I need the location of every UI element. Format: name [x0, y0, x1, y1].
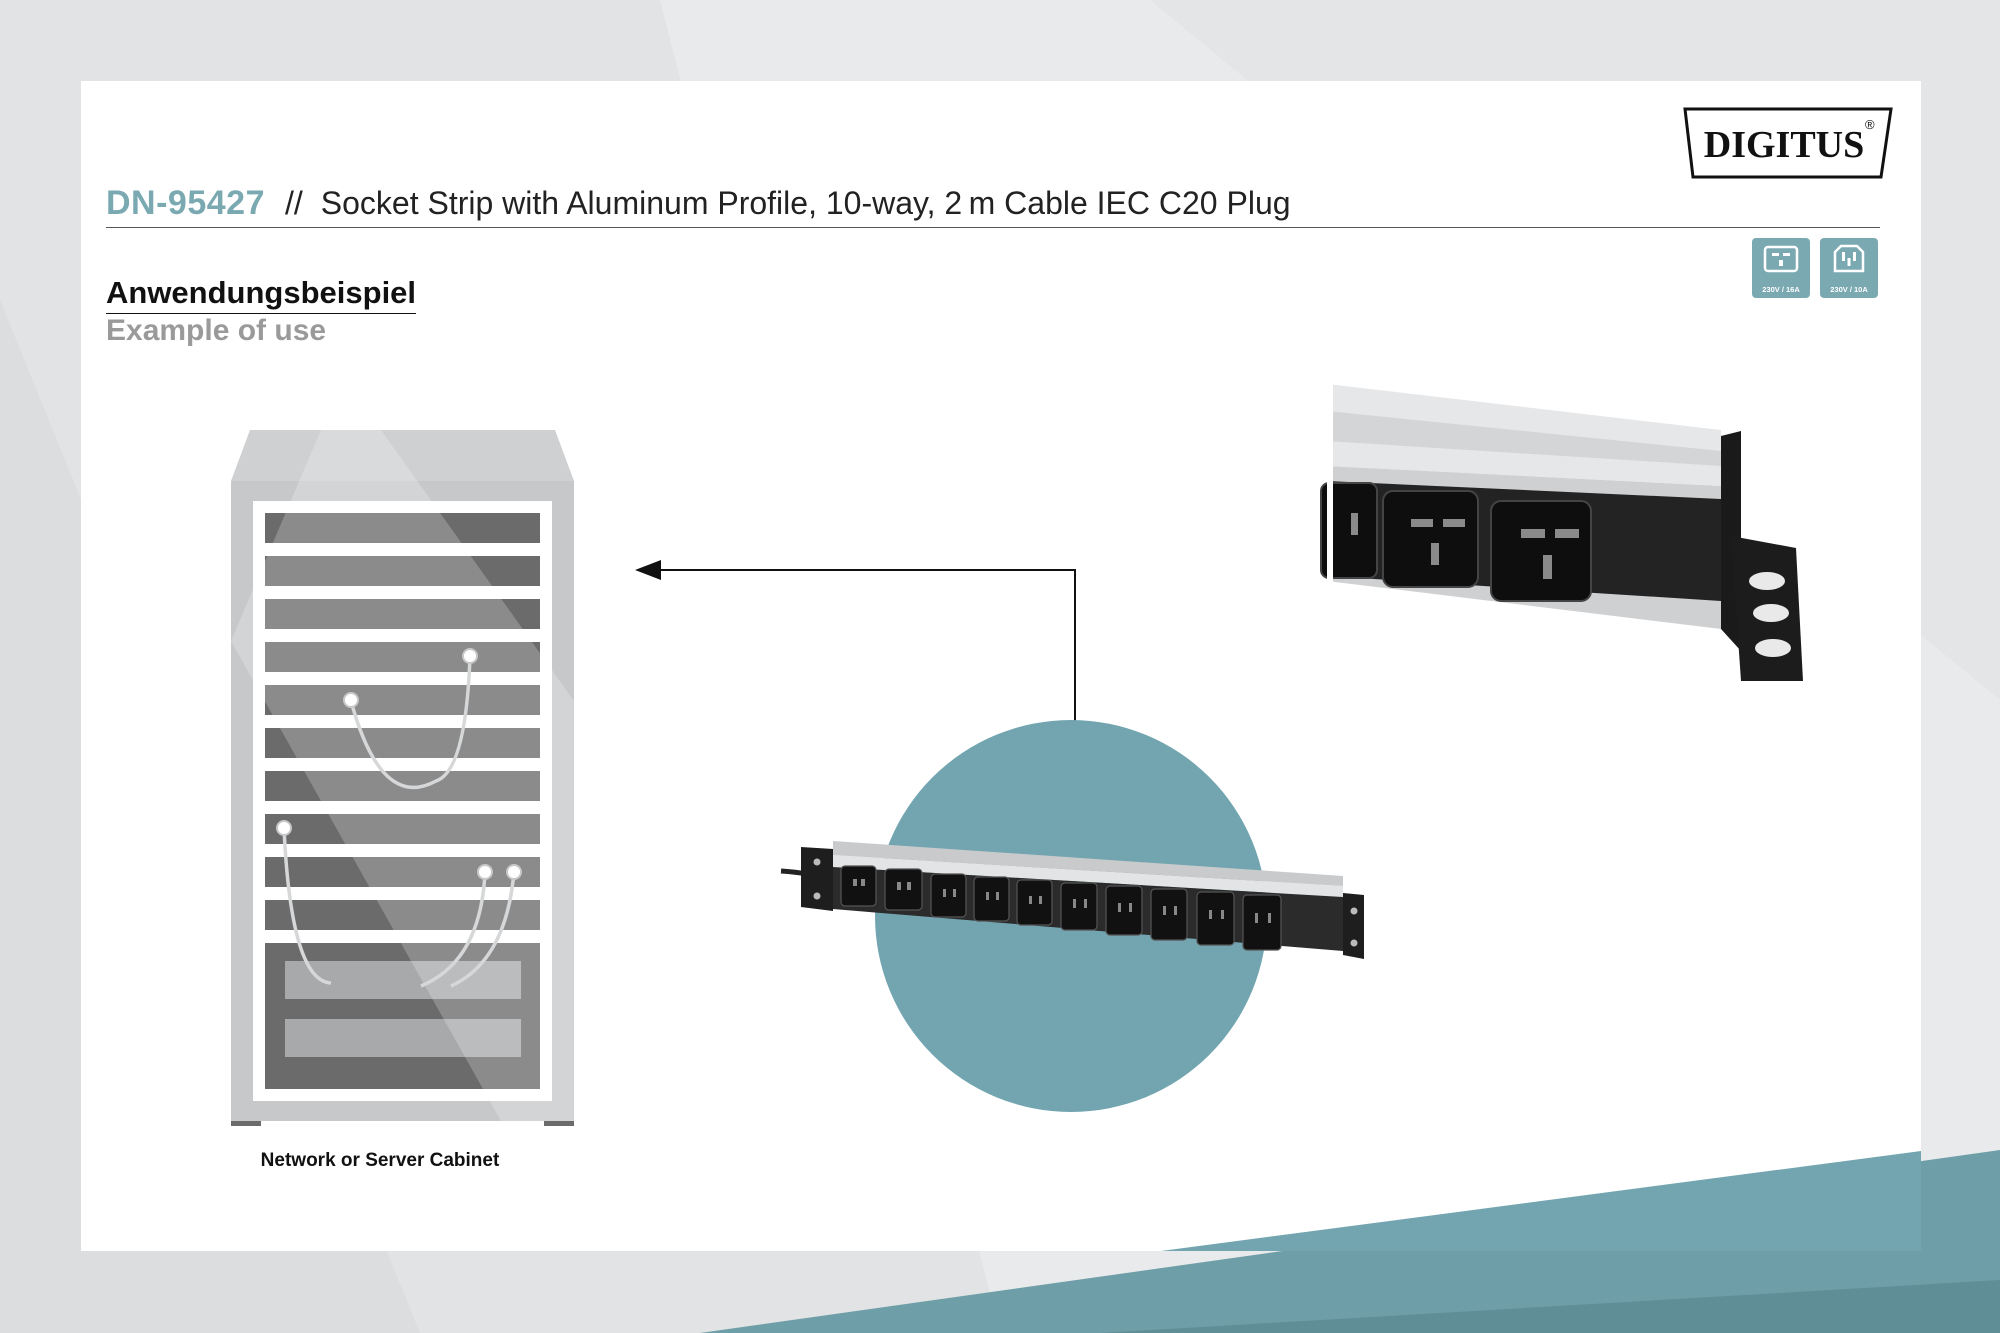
- iec-c19-socket-icon: [1763, 245, 1799, 273]
- section-title-english: Example of use: [106, 314, 327, 347]
- cabinet-roof: [231, 430, 574, 481]
- heading-separator: //: [284, 185, 303, 221]
- socket-strip-product-image: [780, 841, 1364, 959]
- teal-corner-band: [1161, 1151, 1921, 1251]
- logo-registered-mark: ®: [1865, 117, 1875, 132]
- cabinet-caption: Network or Server Cabinet: [260, 1150, 500, 1171]
- badge-label: 230V / 16A: [1762, 285, 1800, 294]
- logo-text: DIGITUS: [1704, 124, 1865, 166]
- heading-rule: [106, 227, 1880, 228]
- product-code: DN-95427: [106, 184, 265, 222]
- server-cabinet-illustration: [231, 430, 574, 1126]
- card-artwork: [231, 381, 1921, 1251]
- product-sheet-card: DN-95427 // Socket Strip with Aluminum Pro…: [81, 81, 1921, 1251]
- product-title: Socket Strip with Aluminum Profile, 10-w…: [320, 185, 1291, 221]
- socket-strip-closeup-image: [1320, 381, 1803, 681]
- cabinet-rack-units: [265, 513, 540, 1089]
- badge-label: 230V / 10A: [1830, 285, 1868, 294]
- patch-cables: [282, 655, 516, 988]
- cable-connectors: [276, 648, 522, 880]
- digitus-logo: DIGITUS ®: [1683, 107, 1893, 179]
- badge-c13-10a: 230V / 10A: [1820, 238, 1878, 298]
- product-heading: DN-95427 // Socket Strip with Aluminum Pro…: [106, 184, 1291, 223]
- section-title-german: Anwendungsbeispiel: [106, 275, 417, 314]
- badge-c19-16a: 230V / 16A: [1752, 238, 1810, 298]
- iec-c13-socket-icon: [1833, 244, 1865, 273]
